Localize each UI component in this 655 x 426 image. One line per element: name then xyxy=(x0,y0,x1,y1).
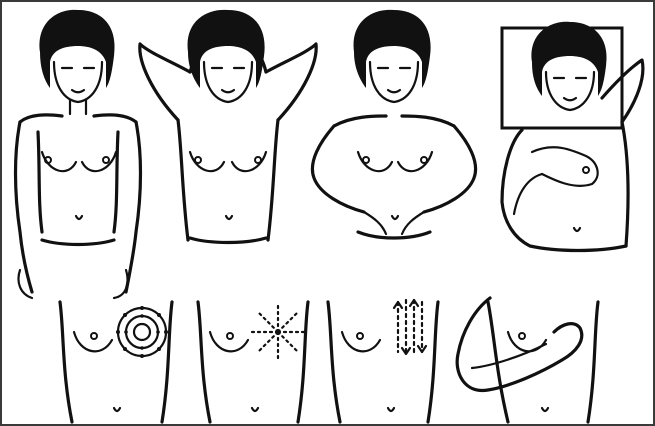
arms-2 xyxy=(140,36,316,120)
panel-radial-pattern xyxy=(198,302,308,422)
panel-vertical-strip-pattern xyxy=(328,300,438,422)
torso-4 xyxy=(502,122,628,251)
torso-2 xyxy=(178,120,278,243)
head-4 xyxy=(532,22,607,110)
torso-1 xyxy=(16,115,141,298)
panel-lying-palpation xyxy=(457,298,598,422)
vertical-strips xyxy=(394,300,426,354)
panel-arms-raised xyxy=(140,10,316,243)
panel-arms-down xyxy=(16,10,141,298)
panel-mirror-palpation xyxy=(502,22,643,251)
head-1 xyxy=(40,10,115,114)
head-3 xyxy=(354,10,431,102)
panel-hands-on-hips xyxy=(312,10,475,238)
torso-3 xyxy=(312,116,475,238)
circular-dots xyxy=(116,306,168,358)
panel-circular-pattern xyxy=(60,302,172,422)
radial-lines xyxy=(250,304,306,360)
